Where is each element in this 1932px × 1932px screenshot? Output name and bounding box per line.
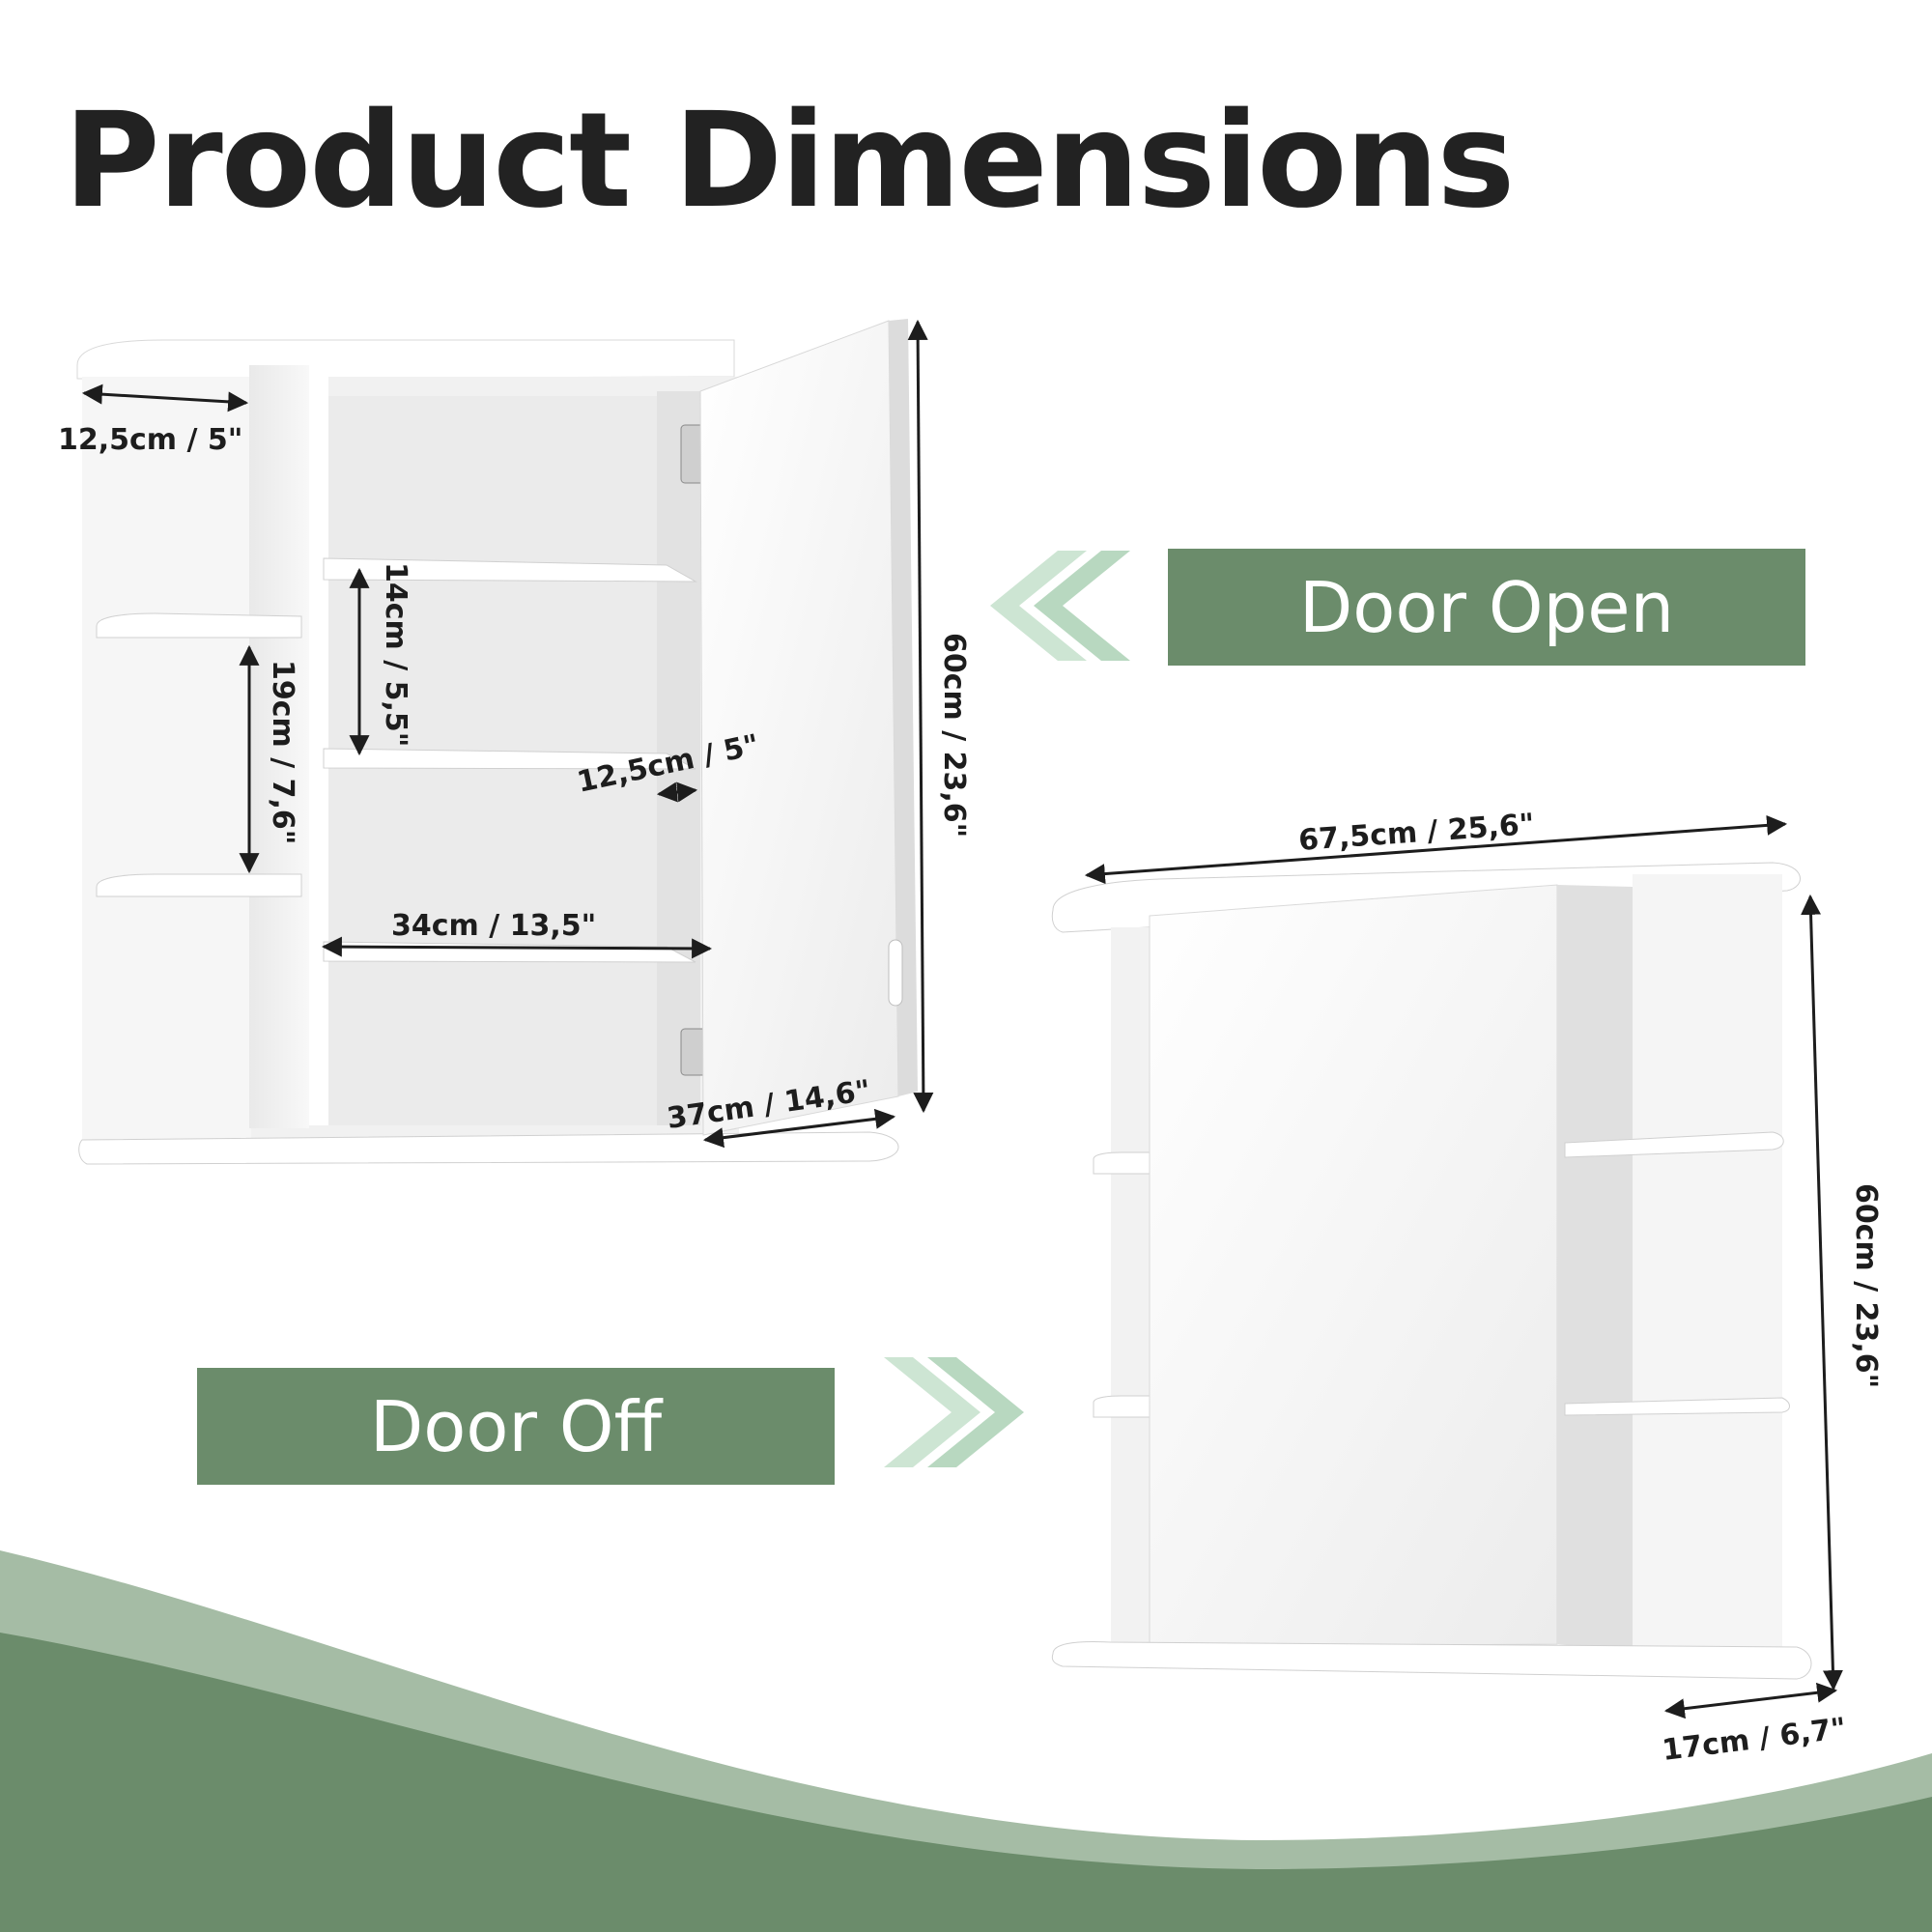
left-chevron-arrows-icon [990, 551, 1130, 661]
open-cabinet-illustration [76, 319, 918, 1165]
dim-label-open-height: 60cm / 23,6" [937, 633, 971, 838]
dim-label-open-side-shelf-gap: 19cm / 7,6" [266, 660, 299, 844]
dim-line-open-inner-width [321, 936, 713, 959]
dim-line-open-side-shelf-depth [81, 384, 249, 412]
dark-green-wave [0, 1633, 1932, 1932]
dim-line-closed-width [1084, 814, 1788, 885]
page-title: Product Dimensions [64, 85, 1515, 238]
door-off-badge: Door Off [197, 1368, 835, 1485]
dim-label-closed-depth: 17cm / 6,7" [1661, 1712, 1848, 1768]
dim-line-closed-depth [1663, 1682, 1838, 1719]
dim-line-open-bottom-width [702, 1108, 896, 1149]
right-chevron-arrows-icon [884, 1357, 1024, 1467]
dim-label-open-inner-shelf-gap: 14cm / 5,5" [379, 562, 412, 747]
door-open-badge: Door Open [1168, 549, 1805, 666]
dim-line-closed-height [1801, 894, 1843, 1691]
closed-cabinet-illustration [1051, 862, 1812, 1680]
dim-label-open-side-shelf-depth: 12,5cm / 5" [58, 423, 242, 457]
dim-line-open-inner-depth [656, 781, 698, 803]
dim-label-open-inner-width: 34cm / 13,5" [391, 909, 596, 943]
dim-label-closed-height: 60cm / 23,6" [1849, 1183, 1883, 1388]
dim-line-open-height [907, 319, 934, 1114]
